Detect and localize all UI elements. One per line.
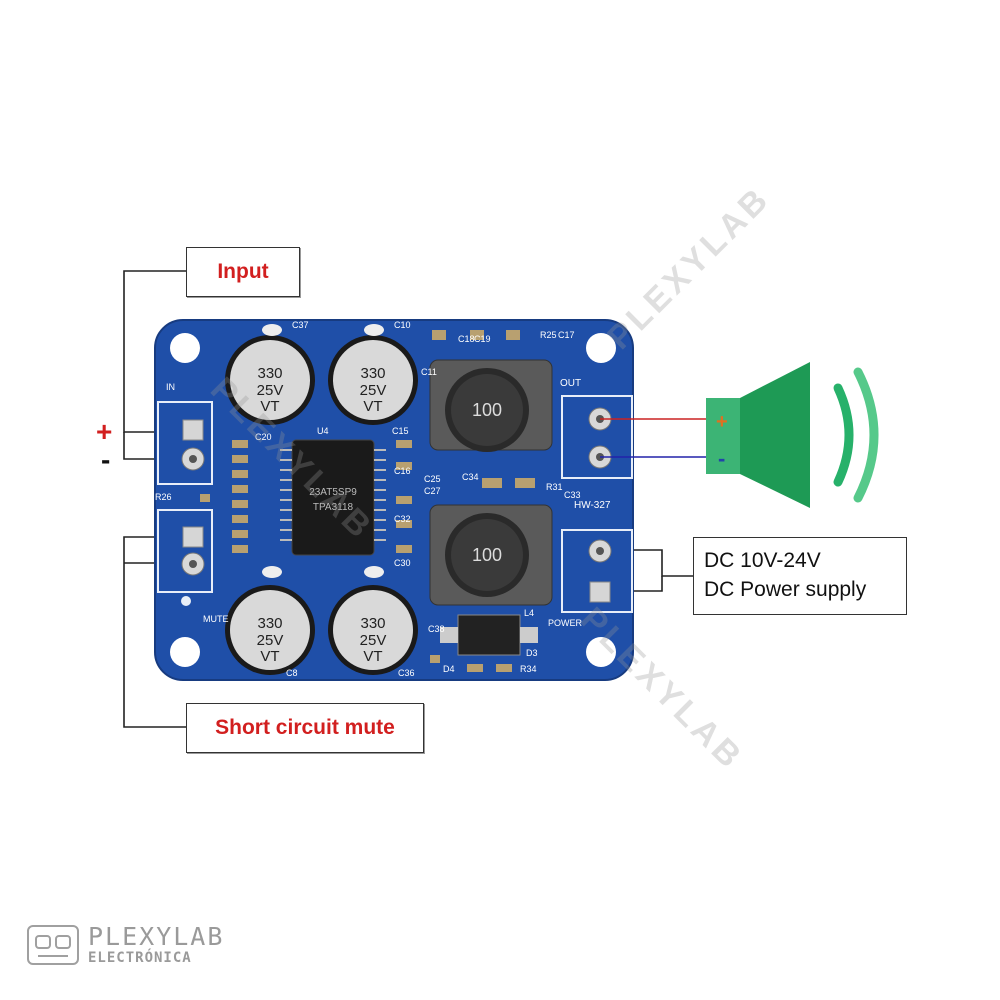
ref-r31: R31: [546, 482, 563, 492]
capacitor-top-right: [328, 324, 418, 425]
ref-r34: R34: [520, 664, 537, 674]
amplifier-chip: [280, 439, 386, 556]
ref-c16: C16: [394, 466, 411, 476]
inductor-bottom: [429, 504, 553, 606]
diode: [457, 614, 521, 656]
ref-c37: C37: [292, 320, 309, 330]
ref-c33: C33: [564, 490, 581, 500]
short-circuit-mute-label: Short circuit mute: [186, 703, 424, 753]
ref-c34: C34: [462, 472, 479, 482]
input-minus-sign: -: [101, 444, 111, 475]
brand-text: PLEXYLAB ELECTRÓNICA: [88, 922, 225, 967]
cap-tr-value: 330: [360, 365, 385, 382]
ref-c11: C11: [421, 367, 437, 377]
model-label: HW-327: [574, 500, 611, 511]
ref-r25: R25: [540, 330, 557, 340]
ref-c8: C8: [286, 668, 298, 678]
ref-r26: R26: [155, 492, 172, 502]
ref-u4: U4: [317, 426, 329, 436]
inductor-top: [429, 359, 553, 452]
ref-c27: C27: [424, 486, 441, 496]
cap-bl-voltage: 25V: [257, 632, 284, 649]
ref-c36: C36: [398, 668, 415, 678]
capacitor-bottom-right: [328, 566, 418, 675]
ref-c25: C25: [424, 474, 441, 484]
ref-c32: C32: [394, 514, 411, 524]
cap-br-value: 330: [360, 615, 385, 632]
ref-c30: C30: [394, 558, 411, 568]
brand-name: PLEXYLAB: [88, 922, 225, 951]
in-label: IN: [166, 382, 175, 392]
cap-tl-value: 330: [257, 365, 282, 382]
dc-supply-text: DC Power supply: [704, 578, 867, 601]
ref-c10: C10: [394, 320, 411, 330]
cap-tr-series: VT: [363, 398, 382, 415]
cap-tl-series: VT: [260, 398, 279, 415]
ref-c17: C17: [558, 330, 575, 340]
input-label: Input: [186, 247, 300, 297]
out-label: OUT: [560, 378, 581, 389]
ref-c19: C19: [474, 334, 491, 344]
ref-l4: L4: [524, 608, 534, 618]
brand-logo: [26, 924, 80, 971]
ref-c38: C38: [428, 624, 445, 634]
cap-tr-voltage: 25V: [360, 382, 387, 399]
speaker-icon: [706, 362, 879, 508]
cap-bl-value: 330: [257, 615, 282, 632]
dc-voltage-text: DC 10V-24V: [704, 549, 821, 572]
ref-c15: C15: [392, 426, 409, 436]
speaker-plus-sign: +: [716, 411, 728, 433]
cap-br-voltage: 25V: [360, 632, 387, 649]
ref-d4: D4: [443, 664, 455, 674]
ref-c18: C18: [458, 334, 475, 344]
inductor-top-value: 100: [472, 400, 502, 420]
input-plus-sign: +: [96, 416, 113, 447]
dc-power-label: DC 10V-24V DC Power supply: [693, 537, 907, 615]
pcb-board: [154, 319, 634, 681]
cap-bl-series: VT: [260, 648, 279, 665]
brand-icon: [27, 925, 79, 965]
capacitor-bottom-left: [225, 566, 315, 675]
smd-components: [200, 330, 535, 672]
cap-br-series: VT: [363, 648, 382, 665]
speaker-minus-sign: -: [718, 446, 725, 471]
inductor-bottom-value: 100: [472, 545, 502, 565]
mute-label: MUTE: [203, 614, 229, 624]
capacitor-top-left: [225, 324, 315, 425]
power-label: POWER: [548, 618, 583, 628]
ref-d3: D3: [526, 648, 538, 658]
chip-marking-1: 23AT5SP9: [309, 487, 357, 498]
ref-c20: C20: [255, 432, 272, 442]
cap-tl-voltage: 25V: [257, 382, 284, 399]
brand-tagline: ELECTRÓNICA: [88, 950, 192, 966]
chip-marking-2: TPA3118: [313, 502, 354, 513]
